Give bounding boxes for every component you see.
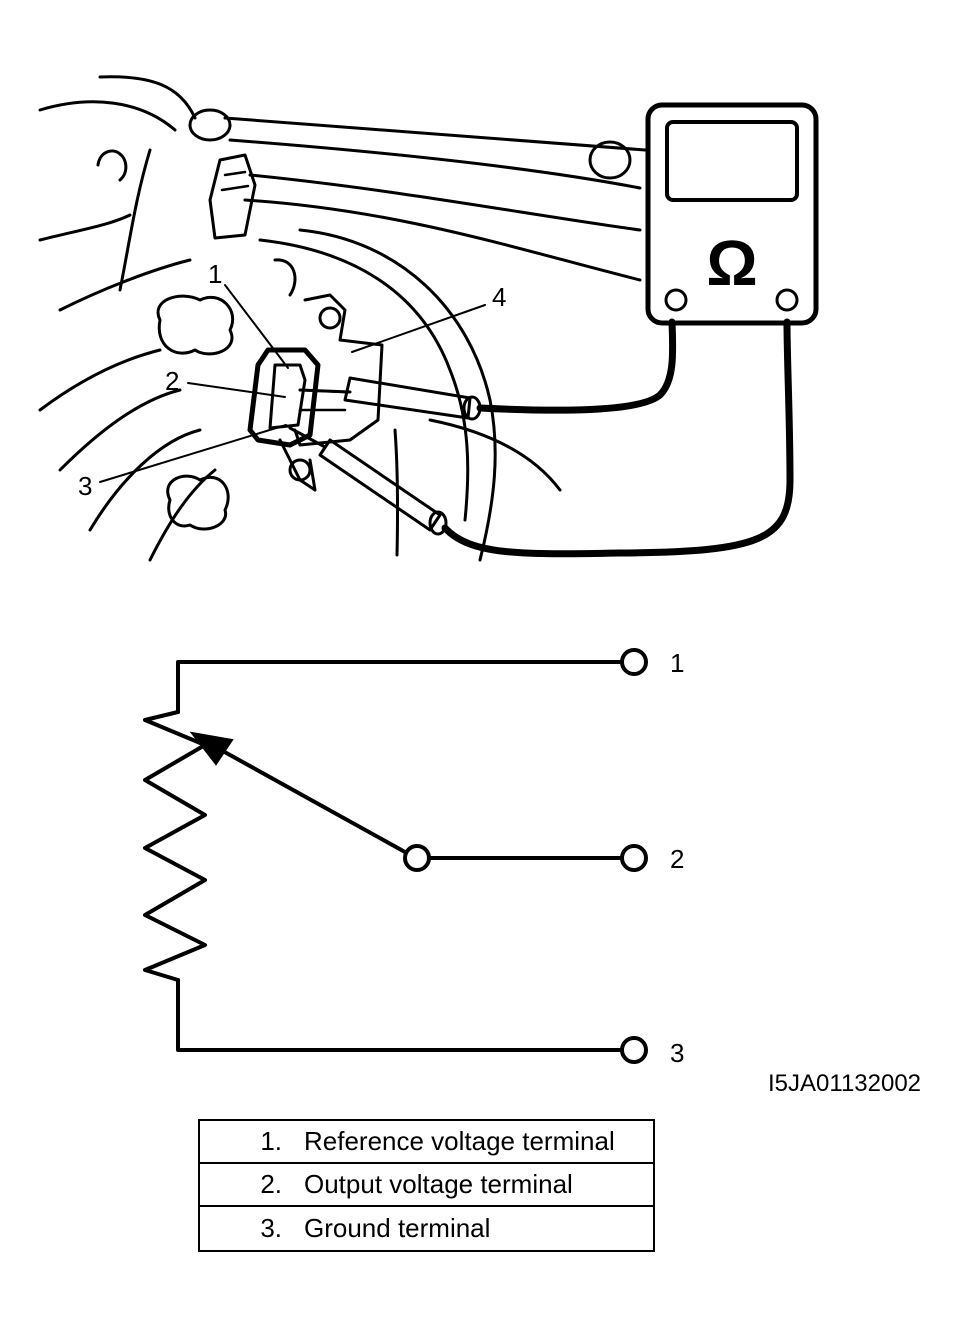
meter-probe-upper [298, 376, 482, 421]
meter-jack-right [775, 288, 799, 312]
terminal-1-label: 1 [670, 648, 684, 678]
legend-row: 3. Ground terminal [200, 1207, 653, 1250]
legend-label: Ground terminal [304, 1213, 491, 1243]
legend-row: 2. Output voltage terminal [200, 1164, 653, 1207]
terminal-3-label: 3 [670, 1038, 684, 1068]
legend-label: Output voltage terminal [304, 1169, 573, 1199]
callout-leaders [99, 284, 486, 483]
legend-label: Reference voltage terminal [304, 1126, 615, 1156]
legend-row: 1. Reference voltage terminal [200, 1121, 653, 1164]
ohmmeter: Ω [645, 102, 819, 326]
figure-code: I5JA01132002 [768, 1070, 922, 1097]
callout-3: 3 [78, 471, 92, 501]
legend-number: 3. [260, 1213, 282, 1243]
terminal-1-node [620, 648, 648, 676]
meter-probe-lower [288, 426, 448, 536]
legend-table: 1. Reference voltage terminal 2. Output … [198, 1119, 655, 1252]
legend-number: 2. [260, 1169, 282, 1199]
terminal-2-node [620, 844, 648, 872]
terminal-3-node [620, 1036, 648, 1064]
legend-number: 1. [260, 1126, 282, 1156]
test-lead-upper [476, 318, 677, 414]
meter-jack-left [664, 288, 688, 312]
terminal-2-label: 2 [670, 844, 684, 874]
resistor-symbol [143, 710, 207, 982]
callout-1: 1 [208, 259, 222, 289]
meter-display [665, 120, 799, 202]
wiper-line [210, 743, 407, 854]
engine-illustration [38, 75, 647, 562]
wiper-arrowhead [189, 731, 234, 766]
meter-ohm-symbol: Ω [706, 227, 757, 299]
wiper-node [403, 844, 431, 872]
test-lead-lower [441, 318, 794, 558]
callout-4: 4 [492, 282, 506, 312]
callout-2: 2 [165, 366, 179, 396]
potentiometer-schematic [143, 648, 648, 1064]
